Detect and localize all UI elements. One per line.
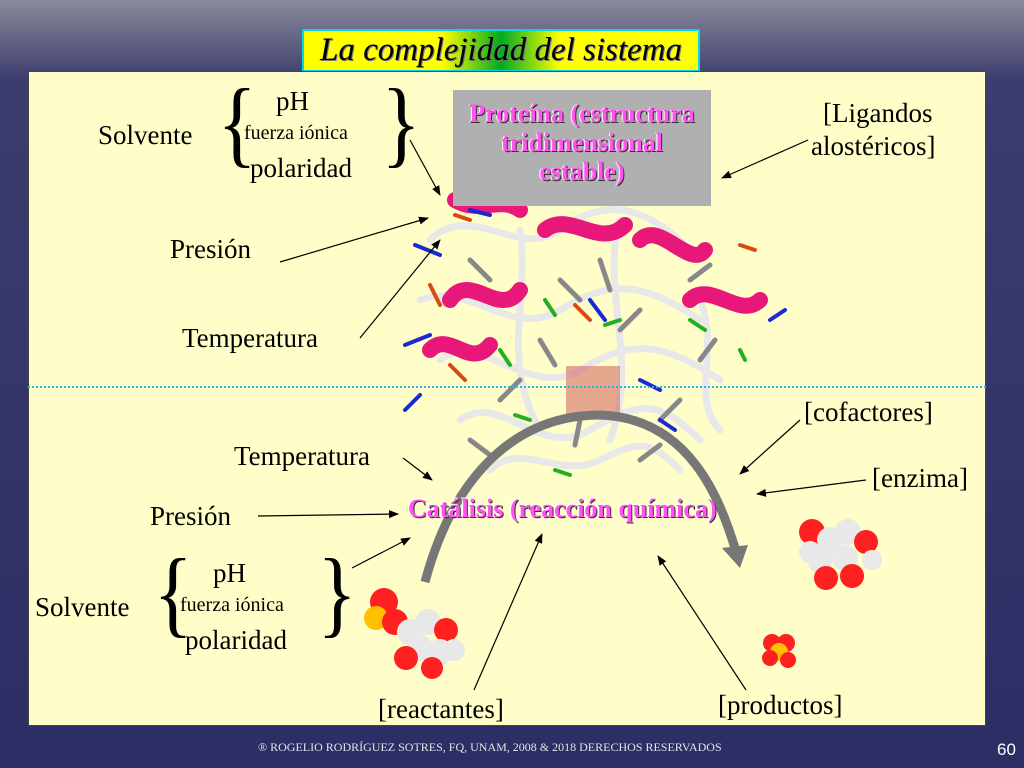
protein-label-line1: Proteína (estructura	[469, 99, 695, 128]
cofactores-label: [cofactores]	[804, 397, 933, 427]
protein-label-box: Proteína (estructura tridimensional esta…	[453, 90, 711, 206]
top-presion-label: Presión	[170, 234, 251, 264]
top-fuerza-ionica-label: fuerza iónica	[244, 122, 348, 144]
top-polaridad-label: polaridad	[250, 153, 352, 183]
bottom-solvente-label: Solvente	[35, 592, 130, 622]
productos-label: [productos]	[718, 690, 843, 720]
diagram-arrows	[257, 139, 867, 691]
bottom-ph-label: pH	[213, 558, 246, 588]
top-ph-label: pH	[276, 86, 309, 116]
protein-label-line2: tridimensional	[501, 128, 663, 157]
section-divider	[28, 386, 986, 388]
top-solvente-label: Solvente	[98, 120, 193, 150]
top-left-brace: {	[217, 69, 257, 176]
protein-label-line3: estable)	[539, 157, 625, 186]
reactant-molecule-icon	[364, 588, 465, 679]
enzima-label: [enzima]	[872, 463, 968, 493]
reaction-arc-arrow	[420, 410, 748, 584]
ligandos-label-line1: [Ligandos	[823, 98, 933, 128]
copyright-footer: ® ROGELIO RODRÍGUEZ SOTRES, FQ, UNAM, 20…	[258, 740, 722, 754]
ligandos-label-line2: alostéricos]	[811, 131, 936, 161]
product-molecule-icon	[799, 519, 882, 590]
bottom-presion-label: Presión	[150, 501, 231, 531]
page-number: 60	[997, 740, 1016, 759]
bottom-temperatura-label: Temperatura	[234, 441, 371, 471]
bottom-polaridad-label: polaridad	[185, 625, 287, 655]
phosphate-molecule-icon	[762, 634, 796, 668]
protein-model	[403, 192, 787, 477]
top-right-brace: }	[381, 69, 421, 176]
slide-title: La complejidad del sistema	[302, 29, 700, 72]
bottom-left-brace: {	[153, 539, 193, 646]
reactantes-label: [reactantes]	[378, 694, 504, 724]
top-temperatura-label: Temperatura	[182, 323, 319, 353]
bottom-fuerza-ionica-label: fuerza iónica	[180, 594, 284, 616]
catalysis-label: Catálisis (reacción química)	[408, 494, 717, 523]
bottom-right-brace: }	[317, 539, 357, 646]
